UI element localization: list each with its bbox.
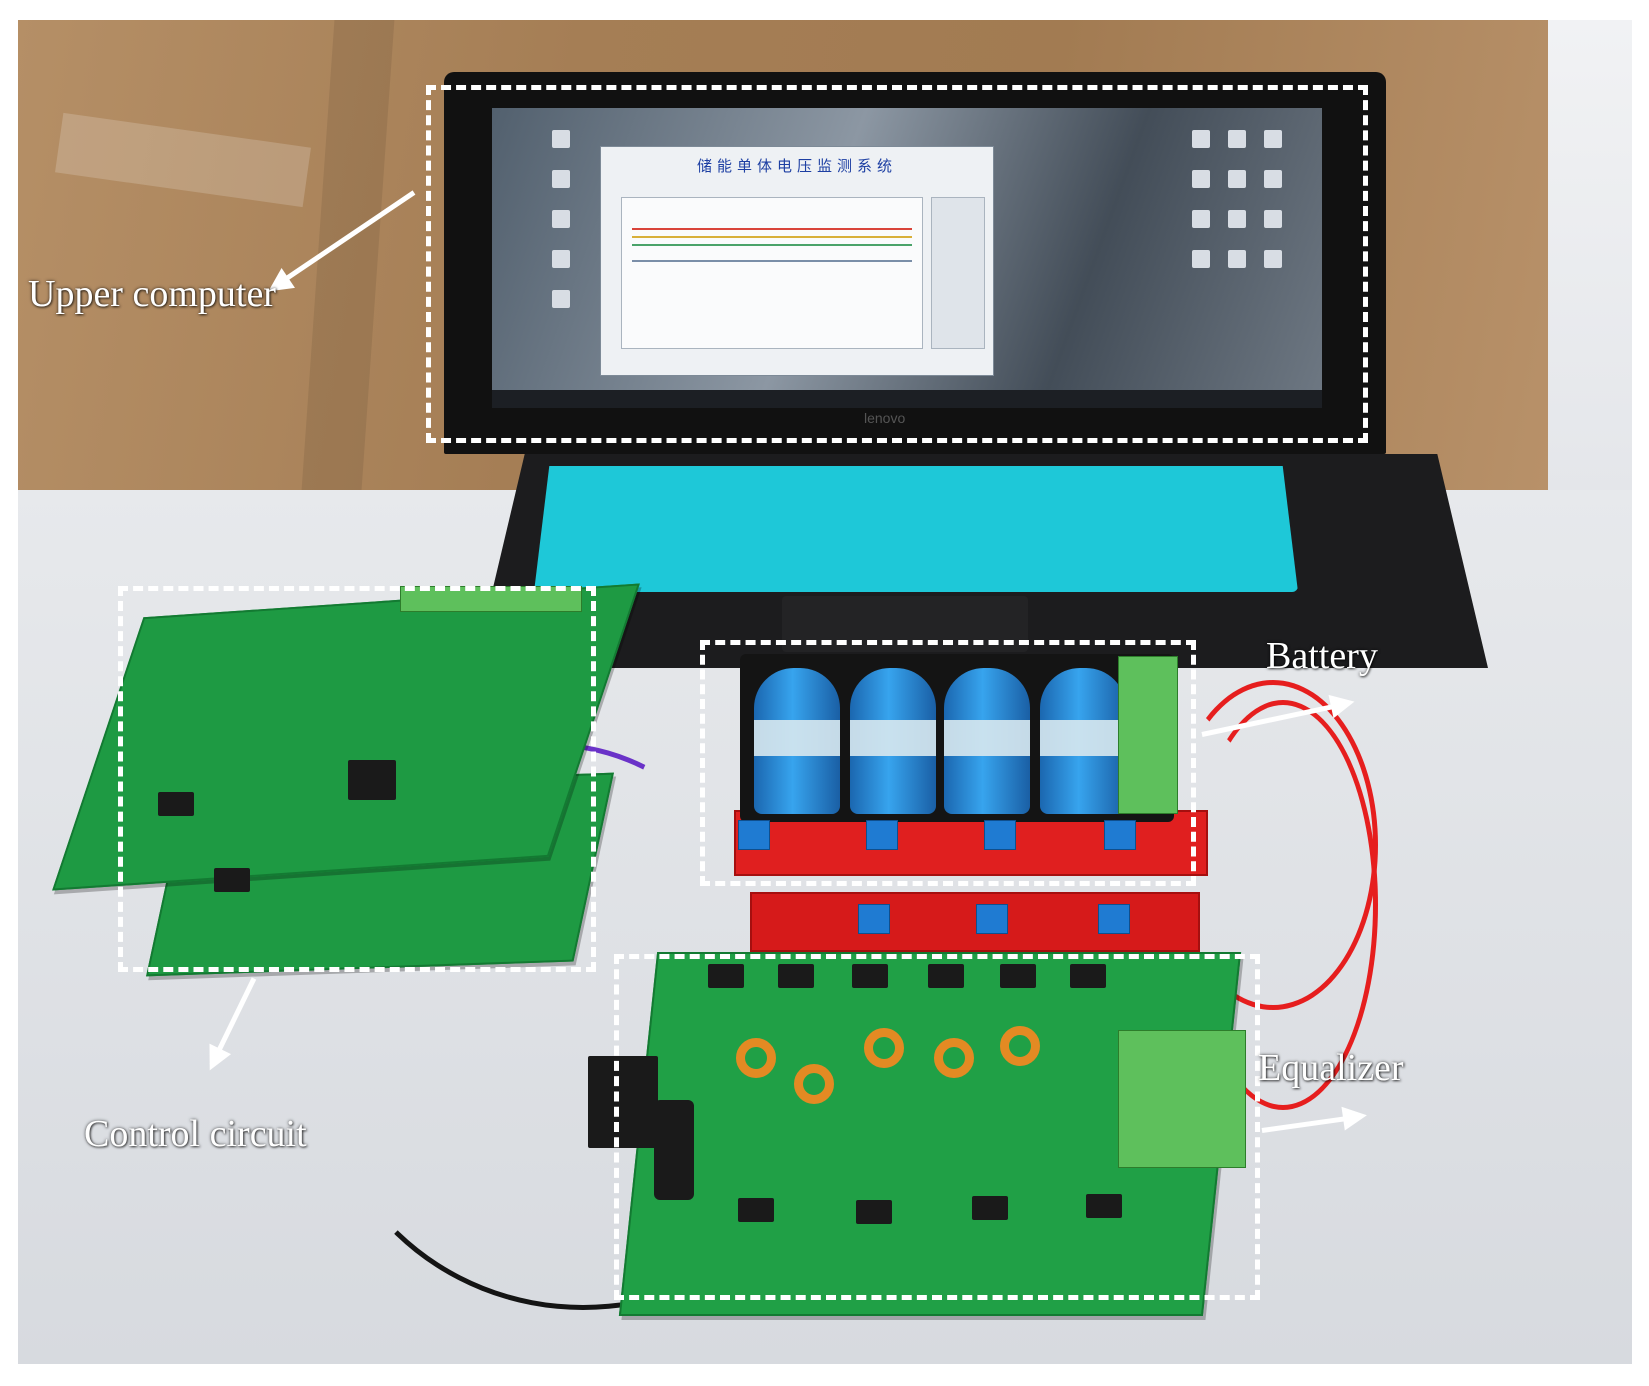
battery-terminal xyxy=(1098,904,1130,934)
battery-terminal xyxy=(738,820,770,850)
desktop-icon xyxy=(1192,250,1210,268)
equalizer-input-header xyxy=(588,1056,658,1148)
desktop-icon xyxy=(552,210,570,228)
battery-board-lower xyxy=(750,892,1200,952)
equalizer-ic-chip xyxy=(1086,1194,1122,1218)
cell-label-band xyxy=(754,720,840,756)
app-title: 储能单体电压监测系统 xyxy=(696,157,897,175)
box-tape xyxy=(55,112,311,208)
equalizer-ic-chip xyxy=(708,964,744,988)
battery-cell xyxy=(1040,668,1126,814)
desktop-icon xyxy=(552,250,570,268)
equalizer-label: Equalizer xyxy=(1258,1047,1404,1089)
desktop-icon xyxy=(1228,210,1246,228)
desktop-icon xyxy=(1192,210,1210,228)
dc-power-jack xyxy=(654,1100,694,1200)
control-circuit-label: Control circuit xyxy=(84,1113,307,1155)
plot-line xyxy=(632,244,912,246)
upper-computer-label: Upper computer xyxy=(28,273,276,315)
equalizer-ic-chip xyxy=(738,1198,774,1222)
wire-red-bundle xyxy=(1188,700,1378,1110)
equalizer-ic-chip xyxy=(852,964,888,988)
desktop-icon xyxy=(552,290,570,308)
battery-cell xyxy=(754,668,840,814)
monitoring-app-window: 储能单体电压监测系统 xyxy=(600,146,994,376)
equalizer-ic-chip xyxy=(1000,964,1036,988)
equalizer-terminal-block xyxy=(1118,1030,1246,1168)
equalizer-box xyxy=(614,954,1260,1300)
plot-line xyxy=(632,260,912,262)
desktop-icon xyxy=(1264,170,1282,188)
app-voltage-plot xyxy=(621,197,923,349)
desktop-icon xyxy=(1228,250,1246,268)
desktop-icon xyxy=(1228,170,1246,188)
desktop-icon xyxy=(552,170,570,188)
cell-label-band xyxy=(850,720,936,756)
battery-cell xyxy=(944,668,1030,814)
equalizer-ic-chip xyxy=(972,1196,1008,1220)
cell-label-band xyxy=(1040,720,1126,756)
equalizer-ic-chip xyxy=(778,964,814,988)
equalizer-ic-chip xyxy=(928,964,964,988)
desktop-icon xyxy=(1192,130,1210,148)
desktop-icon xyxy=(552,130,570,148)
battery-label: Battery xyxy=(1266,635,1378,677)
toroidal-inductor xyxy=(1000,1026,1040,1066)
taskbar xyxy=(492,390,1322,408)
equalizer-ic-chip xyxy=(1070,964,1106,988)
battery-box xyxy=(700,640,1196,886)
control-circuit-box xyxy=(118,586,596,972)
toroidal-inductor xyxy=(794,1064,834,1104)
app-side-panel xyxy=(931,197,985,349)
plot-line xyxy=(632,236,912,238)
control-ic-chip xyxy=(158,792,194,816)
cell-label-band xyxy=(944,720,1030,756)
toroidal-inductor xyxy=(934,1038,974,1078)
toroidal-inductor xyxy=(736,1038,776,1078)
laptop-screen: 储能单体电压监测系统 xyxy=(492,108,1322,408)
desktop-icon xyxy=(1192,170,1210,188)
plot-line xyxy=(632,228,912,230)
battery-terminal xyxy=(976,904,1008,934)
wire-black xyxy=(318,800,848,1310)
desktop-icon xyxy=(1228,130,1246,148)
desktop-icon xyxy=(1264,130,1282,148)
battery-terminal xyxy=(866,820,898,850)
setup-photo: 储能单体电压监测系统 lenovo xyxy=(18,20,1632,1364)
equalizer-ic-chip xyxy=(856,1200,892,1224)
battery-terminal xyxy=(1104,820,1136,850)
toroidal-inductor xyxy=(864,1028,904,1068)
battery-terminal xyxy=(858,904,890,934)
keyboard-cover xyxy=(534,466,1298,592)
battery-terminal xyxy=(984,820,1016,850)
battery-cell xyxy=(850,668,936,814)
laptop-brand-logo: lenovo xyxy=(864,410,906,426)
control-ic-chip xyxy=(214,868,250,892)
control-microcontroller xyxy=(348,760,396,800)
battery-terminal-block xyxy=(1118,656,1178,814)
desktop-icon xyxy=(1264,250,1282,268)
upper-computer-box xyxy=(426,85,1368,443)
desktop-icon xyxy=(1264,210,1282,228)
